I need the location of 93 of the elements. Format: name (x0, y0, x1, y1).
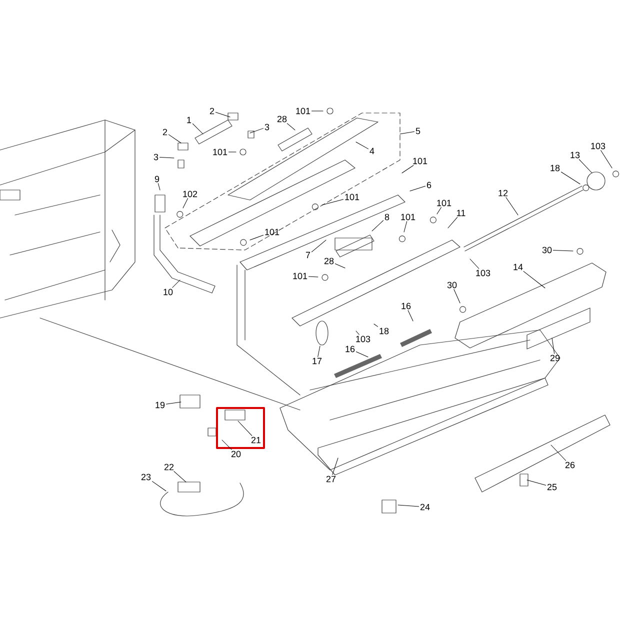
leader-line (372, 220, 384, 232)
leader-line (311, 110, 324, 112)
leader-line (356, 330, 360, 335)
leader-line (172, 280, 180, 288)
callout-number: 101 (437, 200, 452, 206)
leader-line (526, 480, 546, 486)
callout-number: 18 (550, 164, 560, 172)
callout-number: 6 (426, 182, 432, 188)
leader-line (550, 444, 566, 461)
leader-line (166, 402, 182, 404)
callout-number: 28 (277, 116, 287, 122)
leader-line (318, 346, 320, 357)
leader-line (192, 123, 204, 134)
leader-line (454, 289, 460, 304)
callout-number: 11 (457, 210, 466, 216)
callout-number: 101 (293, 272, 308, 280)
callout-number: 22 (164, 464, 174, 470)
leader-line (332, 458, 338, 475)
leader-line (400, 131, 415, 134)
callout-number: 17 (312, 358, 322, 364)
callout-number: 27 (326, 476, 336, 482)
leader-line (552, 250, 574, 252)
callout-number: 30 (542, 246, 552, 254)
leader-line (238, 420, 252, 436)
leader-line (374, 324, 378, 327)
callout-number: 21 (251, 436, 261, 444)
callout-number: 9 (154, 176, 160, 182)
callout-number: 103 (591, 142, 606, 150)
leader-line (334, 263, 346, 268)
callout-number: 101 (413, 158, 428, 164)
leader-line (552, 338, 555, 354)
callout-number: 29 (550, 354, 560, 362)
callout-number: 26 (565, 462, 575, 468)
callout-number: 101 (265, 228, 280, 236)
leader-line (182, 198, 188, 208)
leader-line (250, 234, 264, 240)
leader-line (174, 471, 186, 482)
leader-line (436, 207, 442, 214)
leader-line (168, 134, 182, 144)
callout-number: 30 (447, 282, 457, 288)
callout-number: 3 (264, 124, 270, 130)
callout-number: 18 (380, 328, 389, 334)
leader-line (356, 352, 368, 358)
leader-line (308, 276, 318, 278)
leader-line (410, 186, 426, 192)
callout-number: 101 (296, 108, 310, 114)
leader-line (356, 142, 369, 150)
leader-line (523, 271, 546, 288)
leader-line (578, 159, 592, 174)
callout-number: 103 (476, 270, 490, 276)
callout-number: 20 (231, 450, 241, 458)
leader-line (158, 183, 160, 190)
callout-number: 7 (306, 252, 310, 258)
callout-number: 4 (370, 148, 374, 154)
callout-number: 28 (324, 258, 334, 264)
leader-line (560, 172, 580, 184)
callout-number: 14 (514, 264, 523, 270)
leader-line (222, 440, 232, 450)
leader-line (448, 217, 458, 228)
leader-line (404, 221, 408, 232)
callout-number: 102 (183, 190, 198, 198)
callout-number: 103 (356, 336, 370, 342)
callout-number: 101 (401, 214, 416, 220)
callout-number: 12 (498, 190, 508, 196)
callout-number: 25 (547, 484, 557, 490)
leader-line (506, 197, 518, 216)
callout-number: 16 (346, 346, 355, 352)
leader-line (250, 128, 264, 134)
callout-number: 2 (162, 128, 168, 136)
callout-number: 3 (154, 154, 158, 160)
callout-number: 13 (570, 152, 580, 158)
leader-line (470, 258, 480, 269)
callout-number: 16 (402, 302, 411, 310)
callout-number: 2 (210, 108, 214, 114)
leader-line (322, 199, 344, 206)
leader-line (408, 310, 414, 322)
callout-number: 19 (156, 402, 165, 408)
leader-line (311, 240, 326, 252)
leader-line (159, 156, 174, 158)
leader-line (215, 112, 230, 118)
leader-line (152, 481, 166, 492)
callout-number: 23 (141, 474, 151, 480)
callout-number: 10 (164, 288, 173, 296)
callout-number: 24 (420, 504, 430, 510)
leader-line (398, 504, 420, 507)
callout-number: 5 (416, 128, 420, 134)
callout-number: 8 (384, 214, 390, 220)
callout-number: 101 (345, 194, 360, 200)
leader-line (286, 123, 296, 130)
leader-line (600, 150, 612, 168)
callout-number: 101 (213, 148, 228, 156)
callout-number: 1 (187, 116, 192, 124)
leader-line (402, 165, 414, 174)
